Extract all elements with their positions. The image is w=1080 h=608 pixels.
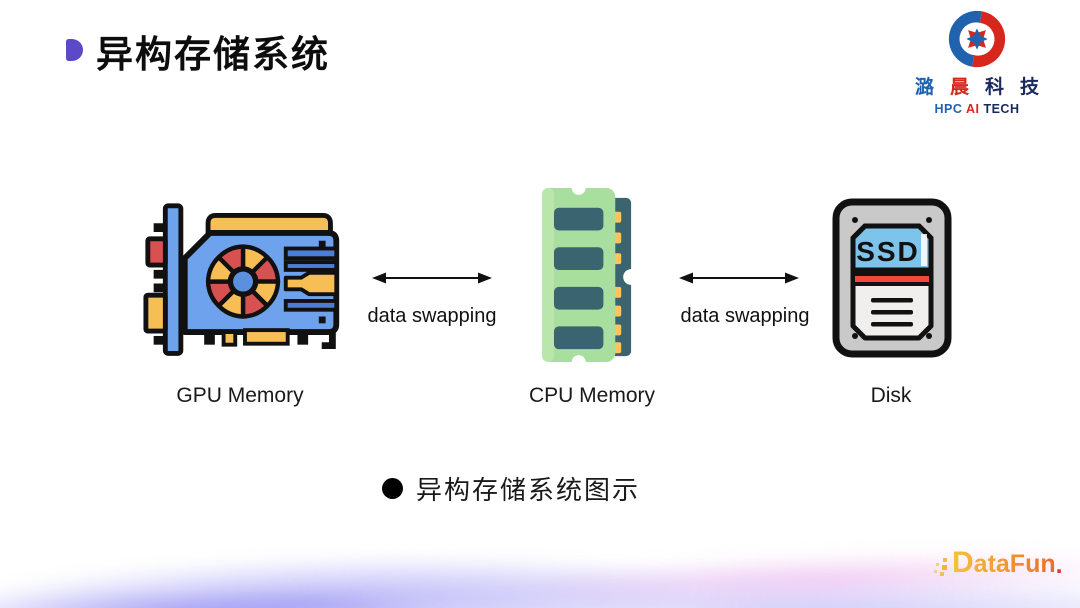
title-bullet-icon: [66, 39, 83, 61]
disk-label: Disk: [870, 384, 912, 407]
datafun-wordmark: DataFun: [952, 546, 1056, 579]
figure-caption: 异构存储系统图示: [382, 470, 640, 507]
ssd-icon: SSD: [831, 198, 953, 363]
datafun-pixel-icon: [934, 558, 947, 576]
datafun-logo: DataFun .: [933, 546, 1063, 580]
company-name: 潞 晨 科 技: [915, 72, 1039, 99]
gpu-card-icon: [142, 198, 346, 373]
company-char: 科: [984, 77, 1004, 98]
gpu-cpu-arrow-icon: [371, 270, 493, 291]
caption-bullet-icon: [382, 478, 403, 499]
company-char: 潞: [915, 77, 935, 98]
company-char: 晨: [949, 77, 969, 98]
company-logo-mark-icon: [948, 10, 1006, 68]
ram-stick-icon: [536, 181, 655, 369]
cpu-disk-arrow-icon: [678, 270, 800, 291]
caption-text: 异构存储系统图示: [416, 476, 641, 505]
ssd-label: SSD: [856, 236, 920, 267]
page-title-row: 异构存储系统: [66, 24, 330, 78]
company-logo: 潞 晨 科 技 HPC AI TECH: [912, 8, 1042, 116]
cpu-memory-label: CPU Memory: [528, 384, 655, 407]
page-title: 异构存储系统: [96, 35, 330, 76]
gpu-cpu-link-label: data swapping: [367, 305, 497, 327]
datafun-dot: .: [1055, 551, 1063, 579]
footer-wave-decoration: [0, 518, 1080, 608]
company-tagline: HPC AI TECH: [934, 102, 1020, 116]
cpu-disk-link-label: data swapping: [680, 305, 810, 327]
company-char: 技: [1019, 77, 1039, 98]
gpu-memory-label: GPU Memory: [176, 384, 304, 407]
